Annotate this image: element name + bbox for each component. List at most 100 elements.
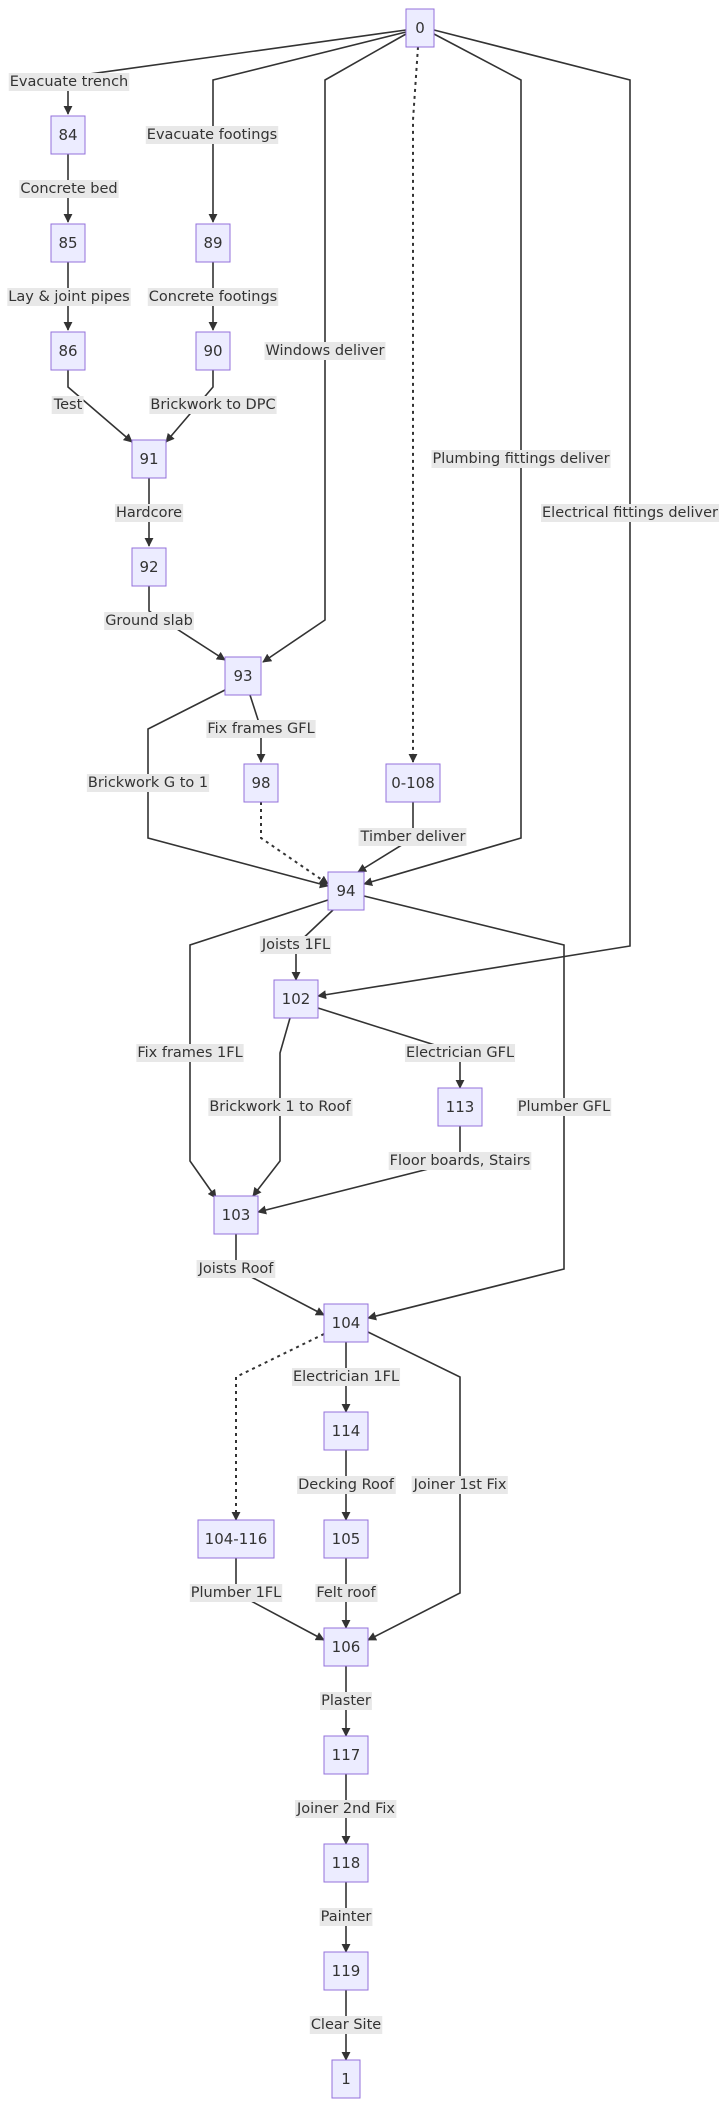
edge-label-text: Fix frames GFL <box>207 721 314 737</box>
edge-86-91 <box>67 370 133 443</box>
edge-label-background <box>516 1098 612 1116</box>
edge-label-background <box>86 774 210 792</box>
edge-label-plaster: Plaster <box>320 1692 372 1710</box>
node-113: 113 <box>437 1087 483 1127</box>
node-label: 0 <box>415 19 425 37</box>
edge-label-text: Joists Roof <box>198 1261 275 1277</box>
edge-label-background <box>149 396 277 414</box>
edge-label-background <box>320 1692 372 1710</box>
node-104-116: 104-116 <box>197 1519 275 1559</box>
node-label: 0-108 <box>391 774 435 792</box>
arrow-line <box>208 31 407 223</box>
node-box <box>323 1519 369 1559</box>
edge-label-text: Timber deliver <box>360 829 466 845</box>
edge-label-text: Ground slab <box>105 613 193 629</box>
edge-label-text: Concrete footings <box>149 289 277 305</box>
edge-label-background <box>104 612 194 630</box>
edge-label-plumbing-fittings-deliver: Plumbing fittings deliver <box>431 450 611 468</box>
edge-label-floor-boards-stairs: Floor boards, Stairs <box>388 1152 532 1170</box>
edge-label-background <box>297 1476 396 1494</box>
arrow-line <box>148 586 226 661</box>
edge-label-concrete-footings: Concrete footings <box>147 288 279 306</box>
edge-label-text: Brickwork G to 1 <box>88 775 208 791</box>
edge-label-background <box>264 342 386 360</box>
edge-label-background <box>206 720 316 738</box>
node-box <box>405 8 435 48</box>
arrow-line <box>67 370 133 443</box>
node-label: 118 <box>332 1854 361 1872</box>
edge-label-background <box>7 288 131 306</box>
edge-label-text: Lay & joint pipes <box>8 289 129 305</box>
edge-label-background <box>319 1908 373 1926</box>
edge-label-text: Evacuate footings <box>147 127 277 143</box>
edge-label-text: Fix frames 1FL <box>137 1045 242 1061</box>
edge-label-fix-frames-1fl: Fix frames 1FL <box>136 1044 244 1062</box>
edge-label-background <box>259 936 332 954</box>
node-label: 104-116 <box>205 1530 268 1548</box>
node-label: 86 <box>58 342 77 360</box>
node-label: 98 <box>251 774 270 792</box>
node-0: 0 <box>405 8 435 48</box>
edge-label-background <box>541 504 720 522</box>
node-label: 91 <box>139 450 158 468</box>
node-label: 94 <box>336 882 355 900</box>
edge-label-text: Joiner 2nd Fix <box>296 1801 395 1817</box>
edge-label-plumber-1fl: Plumber 1FL <box>189 1584 283 1602</box>
node-box <box>323 1411 369 1451</box>
edge-label-background <box>309 2016 383 2034</box>
edge-label-text: Plaster <box>321 1693 371 1709</box>
edge-label-background <box>196 1260 276 1278</box>
edge-label-background <box>291 1368 401 1386</box>
edge-label-text: Hardcore <box>116 505 182 521</box>
edge-label-background <box>114 504 184 522</box>
edge-label-joiner-2nd-fix: Joiner 2nd Fix <box>295 1800 397 1818</box>
node-102: 102 <box>273 979 319 1019</box>
edge-label-text: Evacuate trench <box>10 74 129 90</box>
edge-label-clear-site: Clear Site <box>309 2016 383 2034</box>
node-box <box>131 547 167 587</box>
node-106: 106 <box>323 1627 369 1667</box>
edge-label-text: Brickwork 1 to Roof <box>209 1099 351 1115</box>
node-1: 1 <box>331 2059 361 2099</box>
node-label: 93 <box>233 667 252 685</box>
node-label: 84 <box>58 126 77 144</box>
edge-label-felt-roof: Felt roof <box>315 1584 378 1602</box>
edge-label-background <box>147 288 279 306</box>
edge-label-background <box>208 1098 353 1116</box>
edge-label-background <box>136 1044 244 1062</box>
node-89: 89 <box>195 223 231 263</box>
edge-label-text: Floor boards, Stairs <box>390 1153 531 1169</box>
edge-label-text: Joists 1FL <box>261 937 330 953</box>
edge-label-background <box>51 396 84 414</box>
node-label: 119 <box>332 1962 361 1980</box>
node-box <box>323 1735 369 1775</box>
edge-label-text: Electrical fittings deliver <box>542 505 718 521</box>
edge-label-text: Painter <box>321 1909 372 1925</box>
node-label: 103 <box>222 1206 251 1224</box>
edge-label-text: Test <box>53 397 83 413</box>
edge-label-background <box>19 180 119 198</box>
edge-label-background <box>388 1152 532 1170</box>
node-85: 85 <box>50 223 86 263</box>
edge-0-89 <box>208 31 407 223</box>
node-114: 114 <box>323 1411 369 1451</box>
node-label: 89 <box>203 234 222 252</box>
node-91: 91 <box>131 439 167 479</box>
node-label: 104 <box>332 1314 361 1332</box>
node-box <box>50 115 86 155</box>
edge-label-brickwork-to-dpc: Brickwork to DPC <box>149 396 277 414</box>
edge-label-decking-roof: Decking Roof <box>297 1476 396 1494</box>
node-box <box>243 763 279 803</box>
edge-label-lay-joint-pipes: Lay & joint pipes <box>7 288 131 306</box>
edge-label-text: Plumber GFL <box>518 1099 610 1115</box>
edge-label-fix-frames-gfl: Fix frames GFL <box>206 720 316 738</box>
node-box <box>197 1519 275 1559</box>
edge-label-background <box>431 450 611 468</box>
edge-label-joists-roof: Joists Roof <box>196 1260 276 1278</box>
edge-label-text: Brickwork to DPC <box>150 397 275 413</box>
node-box <box>327 871 365 911</box>
node-label: 114 <box>332 1422 361 1440</box>
edge-label-text: Plumber 1FL <box>191 1585 281 1601</box>
